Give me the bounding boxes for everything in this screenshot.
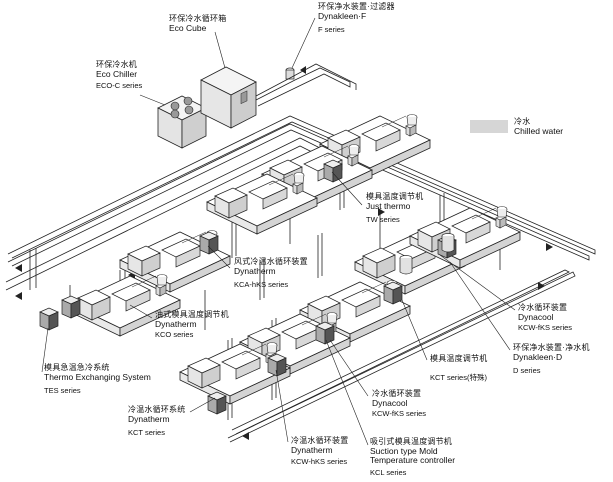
- label-eco-chiller: 环保冷水机 Eco Chiller ECO-C series: [96, 60, 143, 91]
- just-thermo-en: Just thermo: [366, 200, 411, 211]
- eco-chiller-unit: [157, 95, 207, 149]
- label-dynatherm-kcw-hks: 冷温水循环装置 Dynatherm KCW-hKS series: [291, 436, 349, 467]
- dynatherm-kco-series: KCO series: [155, 330, 194, 340]
- chilled-water-en: Chilled water: [514, 125, 564, 136]
- dynakleen-f-zh: 环保净水装置·过滤器: [318, 2, 395, 11]
- label-dynatherm-kct: 冷温水循环系统 Dynatherm KCT series: [128, 405, 186, 438]
- dynakleen-d-en: Dynakleen·D: [513, 351, 563, 362]
- label-tes: 模具急温急冷系统 Thermo Exchanging System TES se…: [44, 363, 151, 396]
- dynacool-mid-series: KCW-fKS series: [372, 409, 427, 419]
- just-thermo-zh: 模具温度调节机: [366, 192, 424, 201]
- tes-zh: 模具急温急冷系统: [44, 363, 110, 372]
- label-dynatherm-kco: 油式模具温度调节机 Dynatherm KCO series: [155, 310, 229, 340]
- label-dynacool-mid: 冷水循环装置 Dynacool KCW-fKS series: [372, 389, 427, 419]
- dynatherm-kct-en: Dynatherm: [128, 413, 170, 424]
- tes-series: TES series: [44, 386, 81, 396]
- dynakleen-d-series: D series: [513, 366, 541, 376]
- dynacool-right-series: KCW-fKS series: [518, 323, 573, 333]
- dynakleen-f-filter: [285, 67, 295, 80]
- kct-special-series: KCT series(特殊): [430, 372, 487, 382]
- label-dynatherm-ka: 风式冷温水循环装置 Dynatherm KCA-hKS series: [234, 257, 308, 290]
- label-kct-special: 模具温度调节机 KCT series(特殊): [430, 354, 488, 382]
- suction-kcl-series: KCL series: [370, 467, 407, 477]
- dynacool-mid-zh: 冷水循环装置: [372, 389, 422, 398]
- eco-chiller-en: Eco Chiller: [96, 68, 138, 79]
- dynatherm-kco-zh: 油式模具温度调节机: [155, 310, 229, 319]
- dynakleen-f-series: F series: [318, 25, 345, 35]
- suction-kcl-en2: Temperature controller: [370, 455, 456, 466]
- dynakleen-d-zh: 环保净水装置·净水机: [513, 343, 590, 352]
- label-eco-cube: 环保冷水循环箱 Eco Cube: [169, 14, 227, 33]
- dynatherm-kct-series: KCT series: [128, 428, 165, 438]
- eco-cube-zh: 环保冷水循环箱: [169, 14, 227, 23]
- just-thermo-series: TW series: [366, 215, 400, 225]
- dynatherm-ka-zh: 风式冷温水循环装置: [234, 257, 308, 266]
- chilled-water-zh: 冷水: [514, 117, 531, 126]
- dynatherm-kct-zh: 冷温水循环系统: [128, 405, 186, 414]
- dynatherm-kcw-hks-en: Dynatherm: [291, 444, 333, 455]
- label-just-thermo: 模具温度调节机 Just thermo TW series: [366, 192, 424, 225]
- eco-chiller-zh: 环保冷水机: [96, 60, 137, 69]
- label-dynakleen-f: 环保净水装置·过滤器 Dynakleen·F F series: [318, 2, 395, 35]
- dynakleen-f-en: Dynakleen·F: [318, 10, 367, 21]
- kct-special-zh: 模具温度调节机: [430, 354, 488, 363]
- dynatherm-kcw-hks-zh: 冷温水循环装置: [291, 436, 349, 445]
- dynatherm-ka-en: Dynatherm: [234, 265, 276, 276]
- suction-kcl-zh: 吸引式模具温度调节机: [370, 437, 452, 446]
- dynatherm-ka-series: KCA-hKS series: [234, 280, 289, 290]
- tes-en: Thermo Exchanging System: [44, 371, 151, 382]
- chilled-water-legend-swatch: [470, 120, 508, 133]
- eco-chiller-series: ECO-C series: [96, 81, 143, 91]
- dynacool-right-en: Dynacool: [518, 311, 554, 322]
- label-dynacool-right: 冷水循环装置 Dynacool KCW-fKS series: [518, 303, 573, 333]
- dynatherm-kcw-hks-series: KCW-hKS series: [291, 457, 348, 467]
- dynacool-right-zh: 冷水循环装置: [518, 303, 568, 312]
- eco-cube-unit: [200, 66, 257, 129]
- suction-kcl-en1: Suction type Mold: [370, 445, 438, 456]
- eco-cube-en: Eco Cube: [169, 22, 207, 33]
- dynatherm-kco-en: Dynatherm: [155, 318, 197, 329]
- label-suction-kcl: 吸引式模具温度调节机 Suction type Mold Temperature…: [370, 437, 456, 477]
- dynacool-mid-en: Dynacool: [372, 397, 408, 408]
- label-dynakleen-d: 环保净水装置·净水机 Dynakleen·D D series: [513, 343, 590, 376]
- label-chilled-water: 冷水 Chilled water: [514, 117, 564, 136]
